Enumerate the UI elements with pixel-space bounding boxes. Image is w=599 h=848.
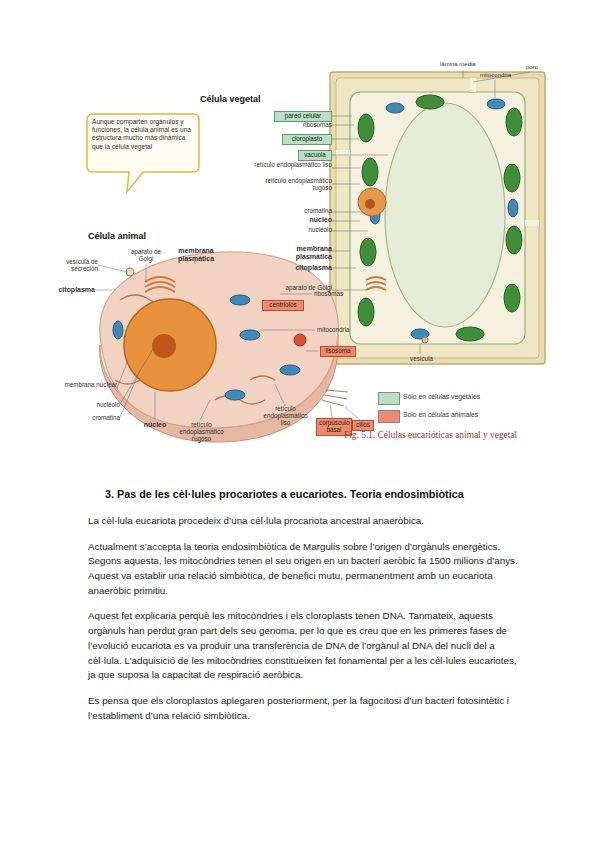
chloroplast [358, 114, 374, 142]
plasma-membrane [350, 92, 525, 344]
mitochondrion [280, 365, 300, 375]
part-label: Célula vegetal [200, 94, 280, 104]
part-label: nucléolo [78, 401, 120, 408]
part-label: vesícula [410, 355, 450, 362]
part-label: mitocondria [317, 326, 372, 333]
mitochondrion [508, 199, 518, 217]
vacuole [385, 103, 505, 327]
node-text: pared celular [277, 113, 329, 120]
section-heading: 3. Pas de les cèl·lules procariotes a eu… [88, 488, 520, 500]
body-paragraph: Es pensa que els cloroplastos aplegaren … [88, 694, 520, 723]
highlight-tag: lisosoma [320, 346, 356, 357]
highlight-tag: pared celular [274, 111, 332, 122]
node-text: cilios [355, 422, 371, 429]
highlight-tag: cilios [352, 420, 374, 431]
endoplasmic-reticulum [115, 295, 275, 404]
chloroplast [504, 164, 520, 192]
vesicle [422, 337, 428, 343]
golgi [366, 277, 386, 290]
bubble-shape [87, 114, 199, 192]
node-text: vacuola [301, 152, 329, 159]
body-paragraph: Aquest fet explicaria perquè les mitocòn… [88, 609, 520, 682]
highlight-tag: centríolos [262, 300, 304, 311]
chloroplast [360, 238, 376, 266]
part-label: membrana plasmática [170, 247, 222, 263]
part-label: retículo endoplasmático liso [252, 161, 332, 168]
part-label: ribosomas [252, 121, 332, 128]
speech-bubble: Aunque comparten orgánulos y funciones, … [85, 112, 201, 194]
legend-swatch [378, 410, 400, 423]
lysosome [294, 334, 306, 346]
node-text: Aunque comparten orgánulos y funciones, … [92, 118, 194, 151]
leader-lines [95, 256, 360, 423]
cilia [322, 390, 348, 406]
mitochondrion [240, 330, 260, 340]
chloroplast [362, 158, 378, 186]
node-text: cloroplasto [285, 136, 329, 143]
part-label: membrana plasmática [262, 245, 332, 261]
golgi [145, 277, 175, 292]
node-text: centríolos [265, 302, 301, 309]
legend-text: Sólo en células vegetales [403, 393, 480, 400]
nucleus [124, 299, 216, 391]
part-label: retículo endoplasmático rugoso [252, 177, 332, 191]
animal-cell [100, 252, 339, 428]
body-paragraph: La cèl·lula eucariota procedeix d’una cè… [88, 514, 520, 529]
highlight-tag: cloroplasto [282, 134, 332, 145]
middle-lamella [330, 72, 545, 364]
part-label: núcleo [136, 421, 174, 429]
legend-text: Sólo en células animales [403, 411, 478, 418]
nucleolus [152, 334, 176, 358]
part-label: vesícula de secreción [38, 258, 98, 272]
part-label: aparato de Golgi [124, 248, 168, 262]
chloroplast [504, 284, 520, 312]
legend-swatch [378, 392, 400, 405]
mitochondrion [230, 295, 250, 305]
part-label: citoplasma [38, 286, 95, 294]
nucleolus [365, 199, 375, 209]
figure-caption: Fig. 5.1. Células eucarióticas animal y … [344, 430, 564, 440]
part-label: retículo endoplasmático liso [258, 405, 313, 426]
highlight-tag: vacuola [298, 150, 332, 161]
mitochondrion [386, 103, 404, 113]
chloroplast [358, 298, 374, 326]
part-label: citoplasma [252, 264, 332, 272]
mitochondrion [225, 390, 245, 400]
part-label: cromatina [78, 414, 120, 421]
chloroplast [416, 95, 444, 109]
wall-pore [525, 220, 539, 226]
nucleus [358, 188, 386, 216]
part-label: Célula animal [88, 231, 178, 241]
part-label: poro [526, 64, 551, 71]
part-label: mitocondria [480, 72, 525, 79]
body-paragraph: Actualment s’accepta la teoria endosimbi… [88, 540, 520, 599]
part-label: retículo endoplasmático rugoso [174, 421, 229, 442]
text-column: 3. Pas de les cèl·lules procariotes a eu… [88, 488, 520, 734]
node-text: lisosoma [323, 348, 353, 355]
wall-pore [470, 78, 476, 92]
leader-lines [332, 70, 530, 354]
part-label: membrana nuclear [62, 381, 117, 388]
cell-wall [336, 78, 539, 358]
part-label: núcleo [252, 216, 332, 224]
part-label: lámina media [440, 61, 485, 68]
mitochondrion [487, 99, 505, 109]
part-label: aparato de Golgi [262, 284, 332, 291]
part-label: ribosomas [314, 290, 364, 297]
chloroplast [456, 327, 484, 341]
mitochondrion [113, 321, 123, 339]
part-label: cromatina [252, 207, 332, 214]
chloroplast [506, 226, 522, 254]
chloroplast [506, 108, 522, 136]
part-label: nucléolo [252, 226, 332, 233]
